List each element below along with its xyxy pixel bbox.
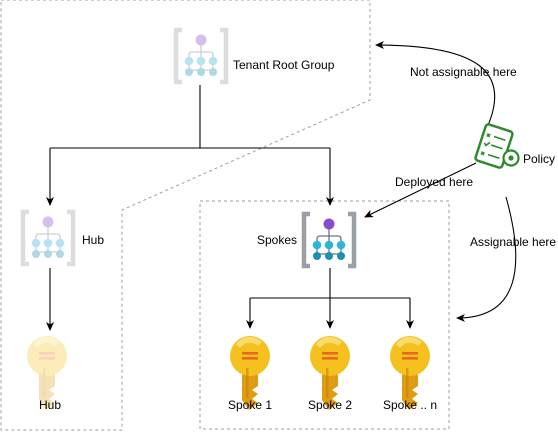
spokes-boundary — [199, 200, 450, 430]
spoke-n-node[interactable]: Spoke .. n — [383, 336, 437, 412]
spokes-to-subscriptions-connector — [250, 268, 410, 299]
hub-group-label: Hub — [82, 233, 104, 247]
management-group-icon — [176, 30, 226, 82]
spoke-2-node[interactable]: Spoke 2 — [308, 336, 352, 412]
deployed-label: Deployed here — [395, 175, 473, 189]
management-group-icon — [304, 214, 354, 266]
spokes-group-label: Spokes — [257, 233, 297, 247]
deployed-arrow — [364, 162, 477, 218]
tenant-root-group-label: Tenant Root Group — [233, 58, 335, 72]
assignable-label: Assignable here — [470, 235, 556, 249]
spoke-n-label: Spoke .. n — [383, 398, 437, 412]
hub-subscription-label: Hub — [39, 398, 61, 412]
hub-subscription-node[interactable]: Hub — [27, 336, 67, 412]
management-group-icon — [23, 212, 73, 264]
policy-label: Policy — [523, 152, 555, 166]
spoke-1-label: Spoke 1 — [228, 398, 272, 412]
spokes-group-node[interactable]: Spokes — [257, 214, 354, 266]
not-assignable-label: Not assignable here — [410, 65, 517, 79]
not-assignable-arrow — [375, 41, 496, 133]
spoke-2-label: Spoke 2 — [308, 398, 352, 412]
tenant-root-group-node[interactable]: Tenant Root Group — [176, 30, 335, 82]
assignable-arrow — [456, 196, 517, 322]
tenant-boundary — [0, 0, 371, 431]
tenant-to-groups-connector — [50, 85, 330, 149]
policy-node[interactable]: Policy — [474, 123, 555, 169]
spoke-1-node[interactable]: Spoke 1 — [228, 336, 272, 412]
hub-group-node[interactable]: Hub — [23, 212, 104, 264]
policy-icon — [474, 123, 520, 169]
